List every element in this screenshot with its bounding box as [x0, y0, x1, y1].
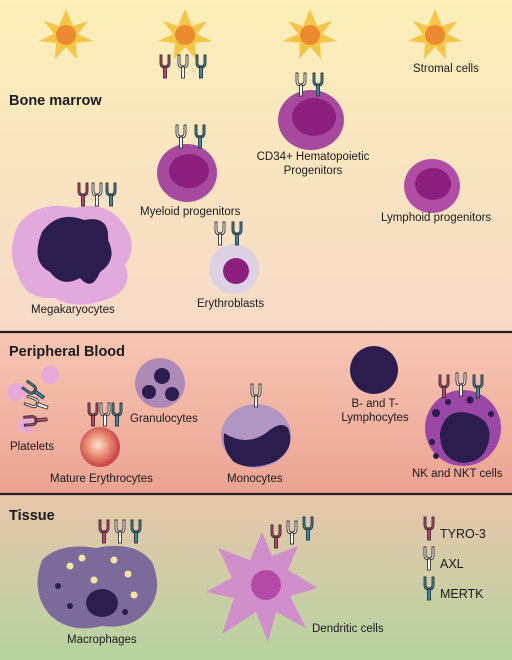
granulocyte-cell	[135, 358, 185, 408]
nk-nkt-cells-label: NK and NKT cells	[412, 468, 503, 480]
granulocytes-label: Granulocytes	[130, 413, 198, 425]
macrophages-label: Macrophages	[67, 634, 137, 646]
nk-cell	[425, 372, 501, 466]
cd34-label-line2: Progenitors	[283, 165, 343, 177]
megakaryocyte-cell	[11, 182, 132, 305]
mature-erythrocyte-cell	[80, 402, 123, 467]
cd34-label-line1: CD34+ Hematopoietic	[256, 151, 370, 163]
myeloid-progenitor-cell	[157, 124, 217, 202]
lymphoid-progenitors-label: Lymphoid progenitors	[381, 212, 492, 224]
lymphocyte-cell	[350, 346, 398, 394]
tissue-heading: Tissue	[9, 508, 55, 524]
platelets-label: Platelets	[10, 441, 55, 453]
platelets-illustration	[8, 366, 59, 433]
legend-axl-label: AXL	[440, 557, 464, 571]
myeloid-progenitors-label: Myeloid progenitors	[140, 206, 241, 218]
peripheral-blood-heading: Peripheral Blood	[9, 344, 126, 360]
dendritic-cells-label: Dendritic cells	[312, 623, 384, 635]
monocytes-label: Monocytes	[227, 473, 283, 485]
mature-erythrocytes-label: Mature Erythrocytes	[50, 473, 153, 485]
legend-mertk-label: MERTK	[440, 587, 484, 601]
erythroblast-cell	[209, 221, 259, 294]
lymphocytes-label-line2: Lymphocytes	[341, 412, 409, 424]
erythroblasts-label: Erythroblasts	[197, 298, 265, 310]
legend-tyro3-label: TYRO-3	[440, 527, 486, 541]
lymphocytes-label-line1: B- and T-	[351, 398, 399, 410]
cd34-progenitor-cell	[278, 72, 344, 150]
macrophage-cell	[37, 519, 158, 629]
stromal-cells-label: Stromal cells	[413, 63, 479, 75]
dendritic-cell	[206, 516, 318, 642]
megakaryocytes-label: Megakaryocytes	[31, 304, 115, 316]
monocyte-cell	[221, 383, 291, 468]
bone-marrow-heading: Bone marrow	[9, 93, 102, 109]
lymphoid-progenitor-cell	[404, 159, 460, 213]
